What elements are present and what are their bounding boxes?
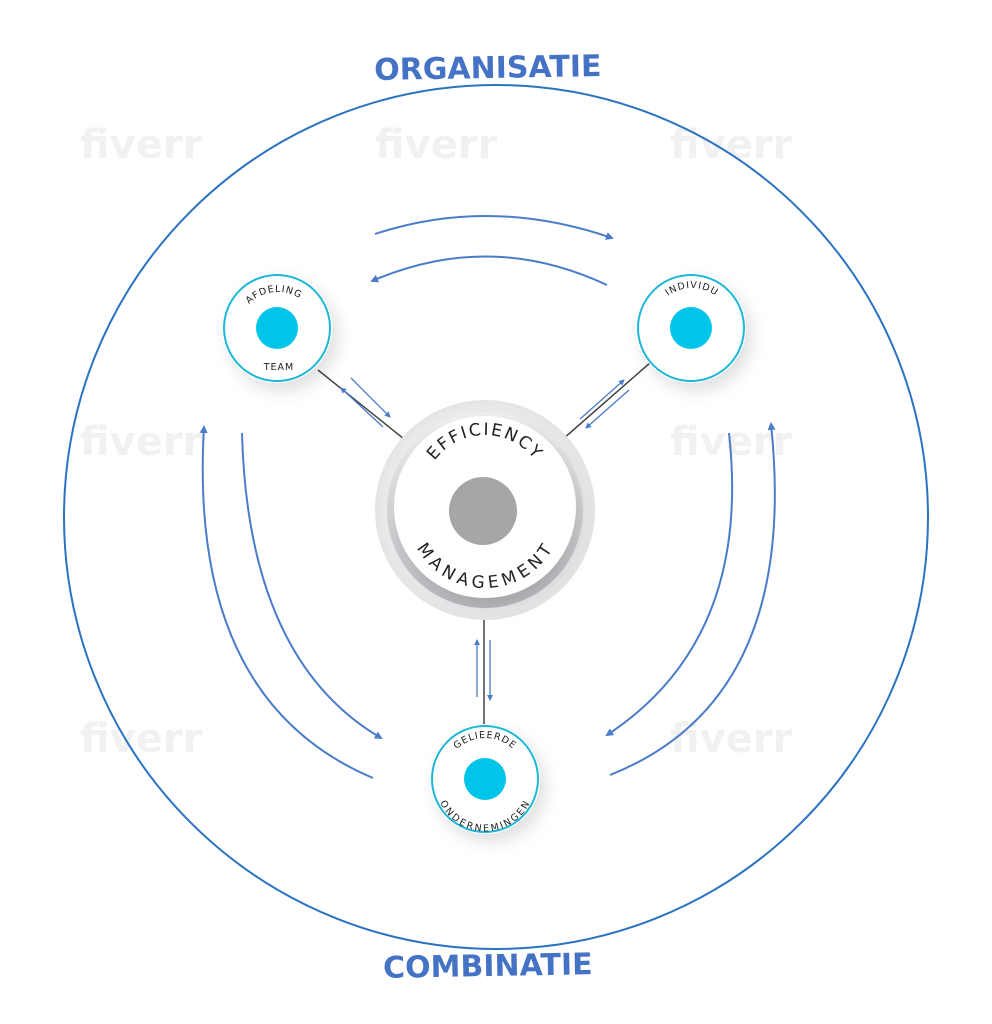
watermark: fiverr xyxy=(375,122,498,168)
arrow-right-outer xyxy=(609,422,776,776)
small-arrow-afdeling-2 xyxy=(340,387,384,428)
connector-individu xyxy=(554,361,652,447)
node-afdeling-ring xyxy=(223,274,331,382)
arrow-left-inner xyxy=(241,432,383,740)
node-gelieerde-ondernemingen: GELIEERDE ONDERNEMINGEN xyxy=(430,724,540,834)
small-arrow-afdeling-1 xyxy=(350,377,391,418)
arrow-left-outer xyxy=(199,425,374,779)
node-individu-dot xyxy=(670,307,712,349)
small-arrow-individu-1 xyxy=(579,379,625,420)
node-gelieerde-dot xyxy=(464,758,506,800)
watermark: fiverr xyxy=(80,122,203,168)
watermark: fiverr xyxy=(670,122,793,168)
node-afdeling-label-bottom: TEAM xyxy=(263,362,295,373)
node-afdeling-team: AFDELING TEAM xyxy=(222,273,332,383)
arrow-top-inner xyxy=(370,255,608,286)
node-gelieerde-ring xyxy=(431,725,539,833)
connector-afdeling xyxy=(317,369,415,448)
title-combinatie: COMBINATIE xyxy=(383,947,593,986)
arrow-top-outer xyxy=(374,215,614,240)
node-individu-ring xyxy=(637,274,745,382)
center-node: EFFICIENCY MANAGEMENT xyxy=(375,400,595,620)
center-dot xyxy=(449,477,517,545)
node-afdeling-dot xyxy=(256,307,298,349)
title-organisatie: ORGANISATIE xyxy=(374,49,602,88)
node-individu: INDIVIDU xyxy=(636,273,746,383)
watermark: fiverr xyxy=(670,716,793,762)
outer-ring xyxy=(63,84,929,950)
arrow-right-inner xyxy=(605,432,734,737)
watermark: fiverr xyxy=(80,419,203,465)
small-arrow-individu-2 xyxy=(585,389,630,429)
watermark: fiverr xyxy=(80,716,203,762)
